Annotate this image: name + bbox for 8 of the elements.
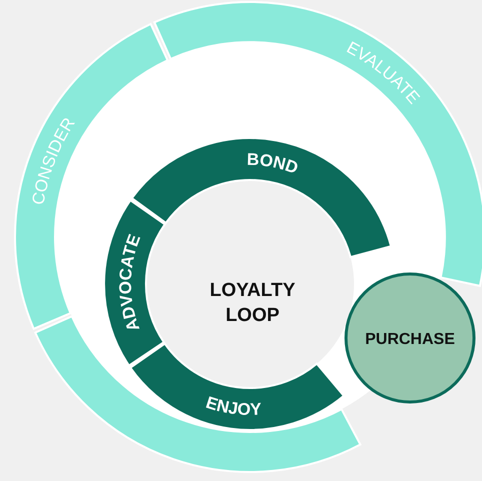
center-title: LOYALTY LOOP (208, 279, 296, 328)
stage-circle (344, 272, 476, 404)
ring-segment (14, 23, 169, 330)
ring-segment (129, 342, 345, 431)
stage-label: PURCHASE (365, 331, 455, 348)
stage-label: ENJOY (204, 392, 262, 420)
stage-label: BOND (246, 150, 301, 178)
ring-segment (103, 199, 166, 367)
